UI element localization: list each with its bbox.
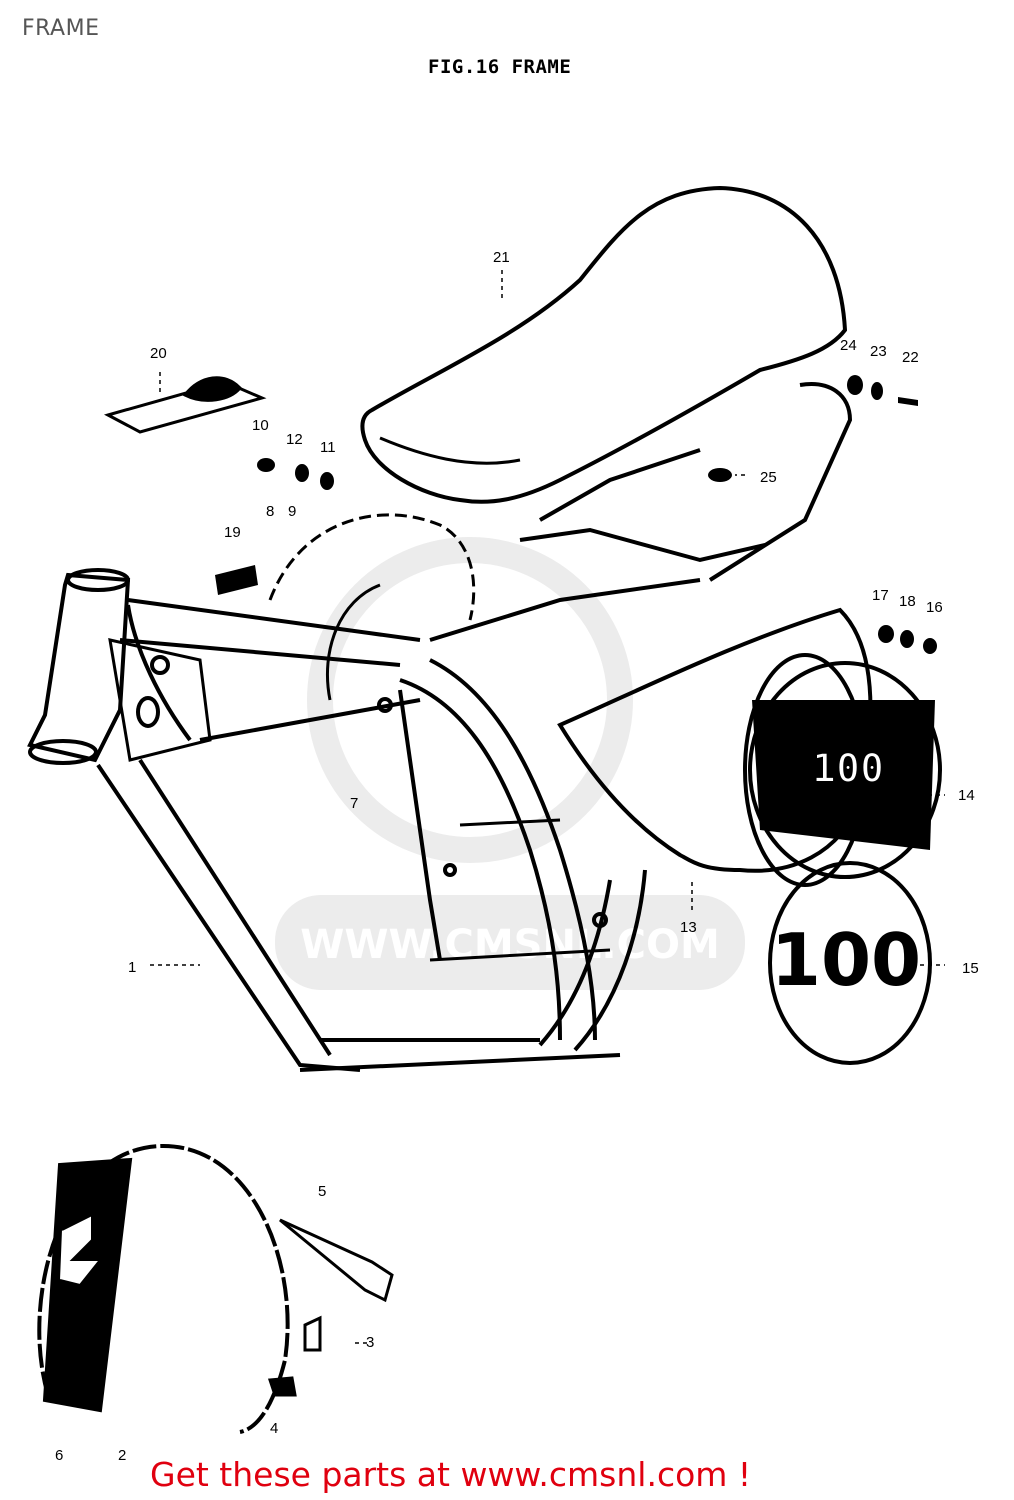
fasteners xyxy=(215,375,937,654)
cta-link[interactable]: Get these parts at www.cmsnl.com ! xyxy=(150,1455,752,1494)
watermark-text: WWW.CMSNL.COM xyxy=(300,922,720,968)
number-plate-20 xyxy=(103,376,267,434)
callout-14: 14 xyxy=(958,787,975,804)
main-frame xyxy=(27,568,701,1072)
callout-9: 9 xyxy=(288,503,296,520)
callout-10: 10 xyxy=(252,417,269,434)
callout-7: 7 xyxy=(350,795,358,812)
callout-16: 16 xyxy=(926,599,943,616)
callout-12: 12 xyxy=(286,431,303,448)
side-cover-13 xyxy=(557,607,942,887)
emblem-number: 100 xyxy=(771,918,921,1002)
callout-6: 6 xyxy=(55,1447,63,1464)
callout-1: 1 xyxy=(128,959,136,976)
seat xyxy=(360,185,848,504)
callout-2: 2 xyxy=(118,1447,126,1464)
rear-frame xyxy=(519,382,853,582)
callout-24: 24 xyxy=(840,337,857,354)
front-stay-5 xyxy=(267,1218,394,1397)
callout-3: 3 xyxy=(366,1334,374,1351)
callout-20: 20 xyxy=(150,345,167,362)
callout-15: 15 xyxy=(962,960,979,977)
callout-17: 17 xyxy=(872,587,889,604)
callout-18: 18 xyxy=(899,593,916,610)
callout-4: 4 xyxy=(270,1420,278,1437)
figure-title: FIG.16 FRAME xyxy=(428,56,572,78)
callout-25: 25 xyxy=(760,469,777,486)
callout-labels: 1 2 3 4 5 6 7 8 9 10 11 12 13 14 15 16 1… xyxy=(55,249,979,1464)
front-number-plate xyxy=(37,1143,290,1434)
emblem-15 xyxy=(768,861,932,1065)
rear-fender xyxy=(268,513,476,701)
side-cover-number: 100 xyxy=(812,746,884,792)
callout-22: 22 xyxy=(902,349,919,366)
callout-23: 23 xyxy=(870,343,887,360)
callout-5: 5 xyxy=(318,1183,326,1200)
page-label: FRAME xyxy=(22,16,100,41)
callout-19: 19 xyxy=(224,524,241,541)
callout-13: 13 xyxy=(680,919,697,936)
callout-8: 8 xyxy=(266,503,274,520)
callout-11: 11 xyxy=(320,439,336,456)
callout-21: 21 xyxy=(493,249,510,266)
leader-lines xyxy=(150,270,945,1344)
